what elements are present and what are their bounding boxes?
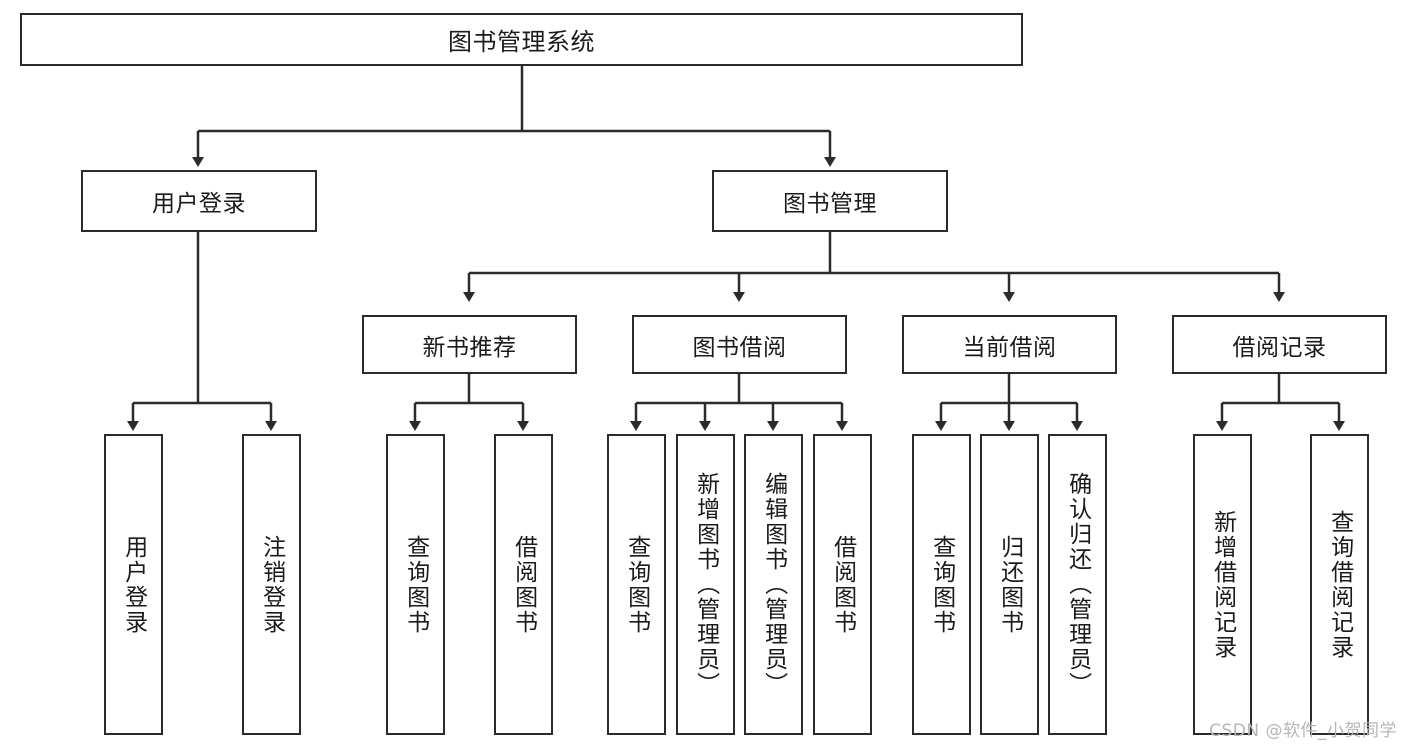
leaf-new-book-borrow-book[interactable]: 借阅图书 <box>494 434 553 735</box>
node-label: 新增图书（管理员） <box>692 472 719 697</box>
node-label: 新书推荐 <box>422 334 517 361</box>
node-current-borrowing[interactable]: 当前借阅 <box>902 315 1117 374</box>
node-label: 确认归还（管理员） <box>1064 472 1091 697</box>
node-root-book-management-system[interactable]: 图书管理系统 <box>20 13 1023 66</box>
leaf-new-book-query-book[interactable]: 查询图书 <box>386 434 445 735</box>
leaf-current-borrow-confirm-return-admin[interactable]: 确认归还（管理员） <box>1048 434 1107 735</box>
leaf-user-login-logout[interactable]: 注销登录 <box>242 434 301 735</box>
leaf-book-borrow-edit-book-admin[interactable]: 编辑图书（管理员） <box>744 434 803 735</box>
leaf-current-borrow-return-book[interactable]: 归还图书 <box>980 434 1039 735</box>
leaf-borrow-record-add-record[interactable]: 新增借阅记录 <box>1193 434 1252 735</box>
node-label: 借阅图书 <box>829 534 856 635</box>
node-label: 当前借阅 <box>962 334 1057 361</box>
node-label: 归还图书 <box>996 534 1023 635</box>
node-borrowing-record[interactable]: 借阅记录 <box>1172 315 1387 374</box>
node-label: 编辑图书（管理员） <box>760 472 787 697</box>
node-label: 查询借阅记录 <box>1326 509 1353 660</box>
leaf-book-borrow-borrow-book[interactable]: 借阅图书 <box>813 434 872 735</box>
leaf-book-borrow-query-book[interactable]: 查询图书 <box>607 434 666 735</box>
node-label: 用户登录 <box>120 534 147 635</box>
node-label: 用户登录 <box>152 191 246 217</box>
node-book-management[interactable]: 图书管理 <box>712 170 948 232</box>
node-label: 图书管理 <box>783 191 877 217</box>
leaf-user-login-login[interactable]: 用户登录 <box>104 434 163 735</box>
node-label: 注销登录 <box>258 534 285 635</box>
node-label: 查询图书 <box>402 534 429 635</box>
leaf-current-borrow-query-book[interactable]: 查询图书 <box>912 434 971 735</box>
node-label: 新增借阅记录 <box>1209 509 1236 660</box>
node-user-login[interactable]: 用户登录 <box>81 170 317 232</box>
node-label: 图书借阅 <box>692 334 787 361</box>
leaf-book-borrow-add-book-admin[interactable]: 新增图书（管理员） <box>676 434 735 735</box>
node-new-book-recommendation[interactable]: 新书推荐 <box>362 315 577 374</box>
node-label: 图书管理系统 <box>448 28 595 56</box>
node-label: 借阅图书 <box>510 534 537 635</box>
node-label: 查询图书 <box>623 534 650 635</box>
leaf-borrow-record-query-record[interactable]: 查询借阅记录 <box>1310 434 1369 735</box>
node-label: 查询图书 <box>928 534 955 635</box>
node-book-borrowing[interactable]: 图书借阅 <box>632 315 847 374</box>
node-label: 借阅记录 <box>1232 334 1327 361</box>
